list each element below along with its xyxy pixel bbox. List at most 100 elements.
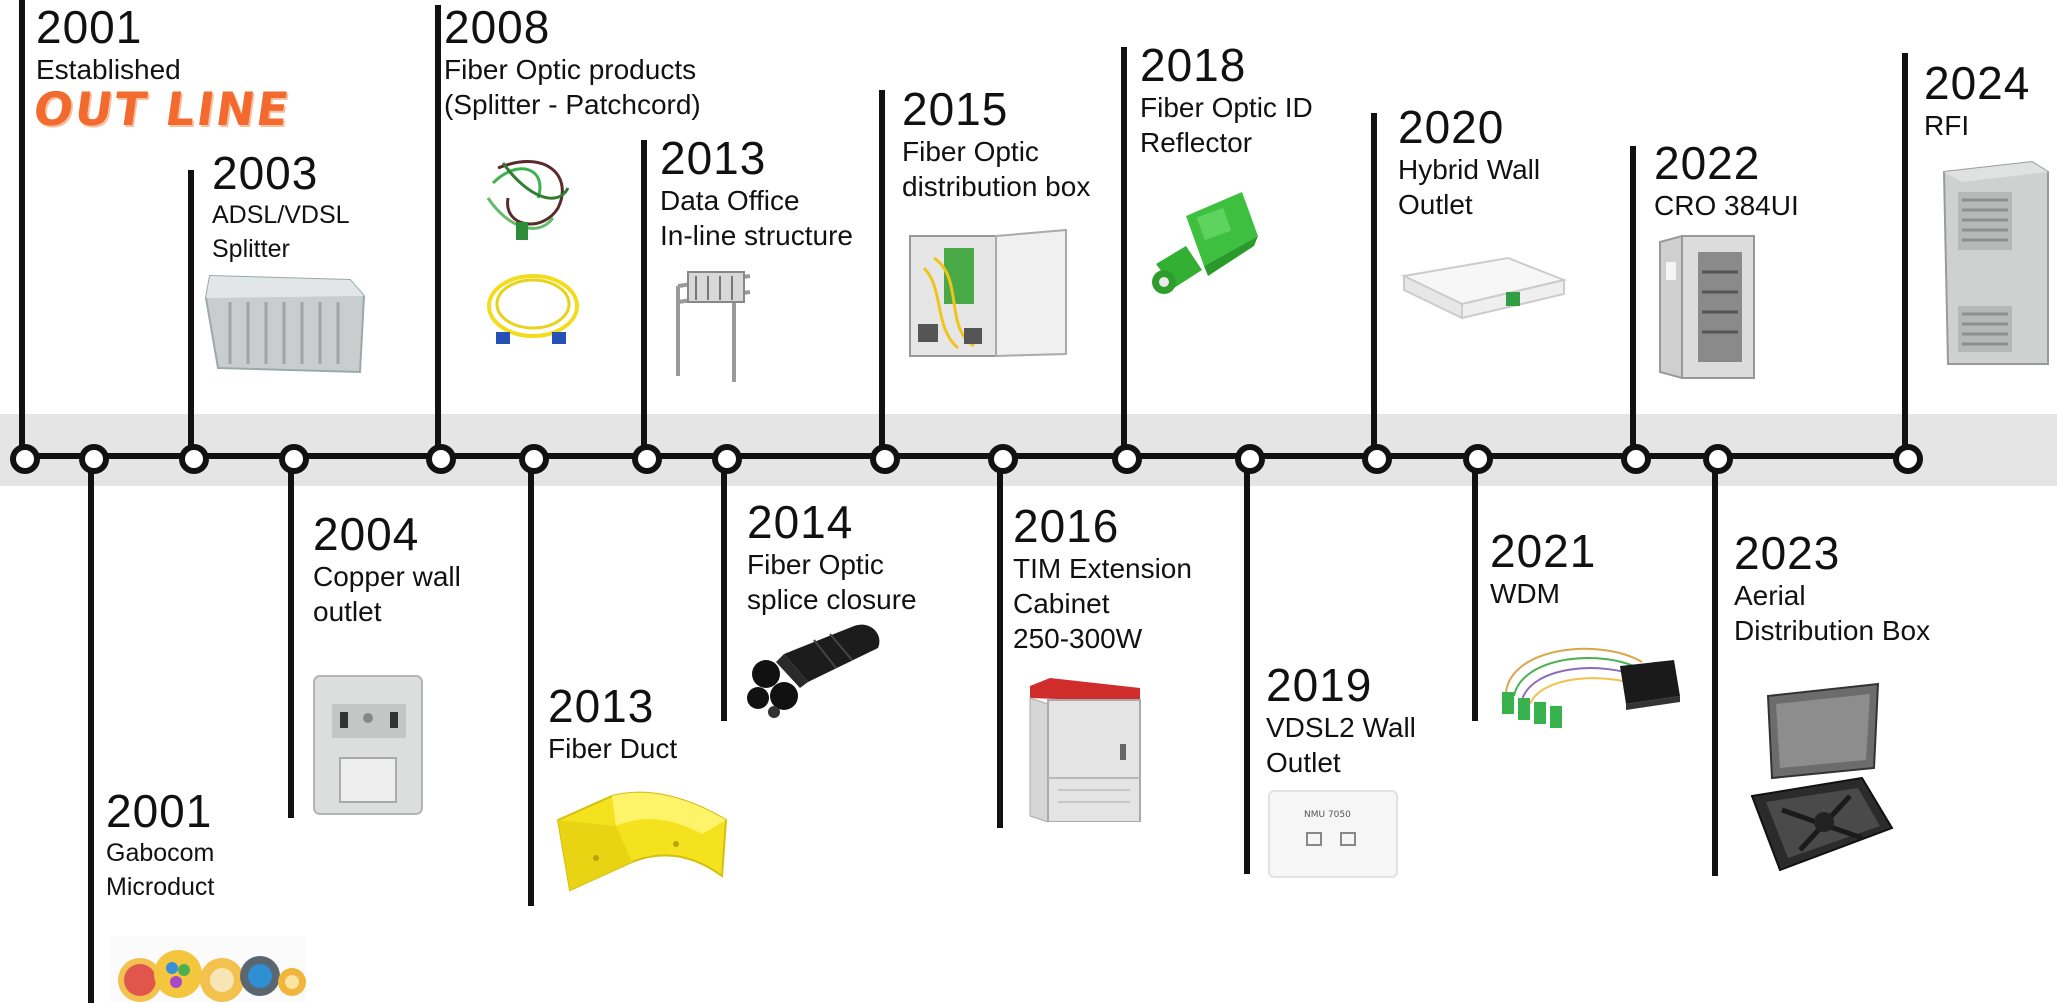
event-year: 2022 bbox=[1654, 137, 1761, 189]
event-2020: 2020 Hybrid Wall Outlet bbox=[1398, 102, 1540, 222]
event-description: Data Office In-line structure bbox=[660, 183, 853, 253]
node-2020 bbox=[1362, 444, 1392, 474]
event-description-line: Cabinet bbox=[1013, 588, 1110, 619]
event-description: VDSL2 Wall Outlet bbox=[1266, 710, 1416, 780]
node-2023 bbox=[1703, 444, 1733, 474]
event-description: Hybrid Wall Outlet bbox=[1398, 152, 1540, 222]
extension-cabinet-icon bbox=[1029, 678, 1141, 822]
event-description-line: Fiber Optic bbox=[902, 136, 1039, 167]
event-description: Aerial Distribution Box bbox=[1734, 578, 1930, 648]
node-2015 bbox=[870, 444, 900, 474]
node-2018 bbox=[1112, 444, 1142, 474]
event-description-line: Reflector bbox=[1140, 127, 1253, 158]
event-description: Copper wall outlet bbox=[313, 559, 461, 629]
stem-2018 bbox=[1121, 47, 1127, 456]
fiber-duct-icon bbox=[556, 791, 728, 892]
event-year: 2001 bbox=[106, 785, 213, 837]
node-2001-microduct bbox=[79, 444, 109, 474]
node-2022 bbox=[1621, 444, 1651, 474]
event-year: 2001 bbox=[36, 1, 143, 53]
event-description-line: Distribution Box bbox=[1734, 615, 1931, 646]
stem-2015 bbox=[879, 90, 885, 456]
stem-2020 bbox=[1371, 113, 1377, 456]
event-description: RFI bbox=[1924, 108, 2030, 143]
aerial-box-icon bbox=[1750, 682, 1894, 872]
event-description: Fiber Duct bbox=[548, 731, 677, 766]
event-2014: 2014 Fiber Optic splice closure bbox=[747, 497, 917, 617]
stem-2001-established bbox=[19, 0, 25, 456]
event-year: 2018 bbox=[1140, 39, 1247, 91]
stem-2019 bbox=[1244, 456, 1250, 874]
event-description: Fiber Optic splice closure bbox=[747, 547, 917, 617]
event-description-line: outlet bbox=[313, 596, 382, 627]
event-description-line: Gabocom bbox=[106, 839, 215, 867]
event-description: Fiber Optic distribution box bbox=[902, 134, 1090, 204]
event-description: WDM bbox=[1490, 576, 1596, 611]
id-reflector-icon bbox=[1152, 192, 1258, 294]
stem-2001-microduct bbox=[88, 456, 94, 1003]
event-description-line: Fiber Optic ID bbox=[1140, 92, 1313, 123]
event-year: 2020 bbox=[1398, 101, 1505, 153]
stem-2016 bbox=[997, 456, 1003, 828]
stem-2023 bbox=[1712, 456, 1718, 876]
event-2013-duct: 2013 Fiber Duct bbox=[548, 681, 677, 766]
stem-2013-inline bbox=[641, 140, 647, 456]
event-description-line: Aerial bbox=[1734, 580, 1806, 611]
event-description: CRO 384UI bbox=[1654, 188, 1799, 223]
event-description: Fiber Optic ID Reflector bbox=[1140, 90, 1313, 160]
hybrid-outlet-icon bbox=[1400, 256, 1568, 320]
event-description: TIM Extension Cabinet 250-300W bbox=[1013, 551, 1192, 656]
event-description-line: Fiber Optic products bbox=[444, 54, 697, 85]
event-2016: 2016 TIM Extension Cabinet 250-300W bbox=[1013, 501, 1192, 656]
node-2003 bbox=[179, 444, 209, 474]
node-2014 bbox=[712, 444, 742, 474]
event-year: 2013 bbox=[548, 680, 655, 732]
event-2022: 2022 CRO 384UI bbox=[1654, 138, 1799, 223]
event-description-line: (Splitter - Patchcord) bbox=[444, 89, 701, 120]
event-description-line: RFI bbox=[1924, 110, 1970, 141]
event-2021: 2021 WDM bbox=[1490, 526, 1596, 611]
event-description: ADSL/VDSL Splitter bbox=[212, 198, 350, 266]
event-year: 2021 bbox=[1490, 525, 1597, 577]
event-2013-inline: 2013 Data Office In-line structure bbox=[660, 133, 853, 253]
splice-closure-icon bbox=[747, 624, 880, 718]
event-2018: 2018 Fiber Optic ID Reflector bbox=[1140, 40, 1313, 160]
event-description-line: Microduct bbox=[106, 873, 215, 901]
vdsl2-outlet-model-text: NMU 7050 bbox=[1304, 810, 1351, 820]
cro-cabinet-icon bbox=[1659, 234, 1755, 380]
event-2003: 2003 ADSL/VDSL Splitter bbox=[212, 148, 350, 266]
stem-2013-duct bbox=[528, 456, 534, 906]
node-2008 bbox=[426, 444, 456, 474]
node-2001-established bbox=[10, 444, 40, 474]
vdsl2-outlet-port bbox=[1306, 832, 1322, 846]
event-year: 2014 bbox=[747, 496, 854, 548]
event-2001-microduct: 2001 Gabocom Microduct bbox=[106, 786, 214, 904]
node-2013-inline bbox=[632, 444, 662, 474]
stem-2024 bbox=[1902, 53, 1908, 456]
inline-structure-icon bbox=[676, 271, 751, 382]
rfi-cabinet-icon bbox=[1942, 160, 2049, 365]
node-2024 bbox=[1893, 444, 1923, 474]
node-2021 bbox=[1463, 444, 1493, 474]
event-description-line: Fiber Optic bbox=[747, 549, 884, 580]
event-year: 2003 bbox=[212, 147, 319, 199]
event-year: 2004 bbox=[313, 508, 420, 560]
event-description: Fiber Optic products (Splitter - Patchco… bbox=[444, 52, 701, 122]
stem-2021 bbox=[1472, 456, 1478, 721]
stem-2003 bbox=[188, 170, 194, 456]
timeline-band bbox=[0, 414, 2057, 486]
wdm-module-icon bbox=[1502, 647, 1680, 728]
event-description-line: In-line structure bbox=[660, 220, 853, 251]
event-2008: 2008 Fiber Optic products (Splitter - Pa… bbox=[444, 2, 701, 122]
stem-2004 bbox=[288, 456, 294, 818]
node-2004 bbox=[279, 444, 309, 474]
vdsl2-outlet-icon: NMU 7050 bbox=[1268, 790, 1398, 878]
stem-2008 bbox=[435, 5, 441, 456]
event-description-line: Outlet bbox=[1266, 747, 1341, 778]
event-description-line: Hybrid Wall bbox=[1398, 154, 1541, 185]
event-description-line: Outlet bbox=[1398, 189, 1473, 220]
timeline-axis bbox=[22, 453, 1908, 459]
event-description: Gabocom Microduct bbox=[106, 836, 214, 904]
event-description-line: splice closure bbox=[747, 584, 917, 615]
event-description-line: Copper wall bbox=[313, 561, 461, 592]
